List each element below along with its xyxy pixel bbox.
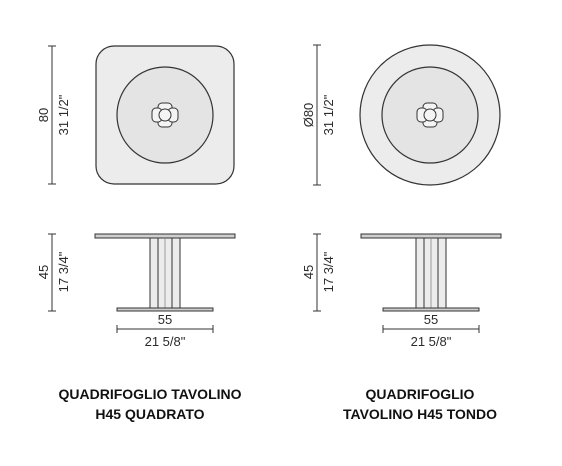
round-plan-dimension: Ø80 31 1/2" xyxy=(301,44,336,186)
round-table-caption: QUADRIFOGLIO TAVOLINO H45 TONDO xyxy=(300,384,540,424)
round-height-in: 17 3/4" xyxy=(321,251,336,292)
square-caption-line2: H45 QUADRATO xyxy=(95,406,205,422)
round-caption-line1: QUADRIFOGLIO xyxy=(365,386,475,402)
square-tabletop-side xyxy=(94,233,236,239)
round-base-cm: 55 xyxy=(424,312,438,327)
square-height-dimension: 45 17 3/4" xyxy=(36,233,71,312)
square-height-cm: 45 xyxy=(36,265,51,279)
round-base-dimension: 55 21 5/8" xyxy=(382,312,480,349)
square-base-dimension: 55 21 5/8" xyxy=(116,312,214,349)
square-table-caption: QUADRIFOGLIO TAVOLINO H45 QUADRATO xyxy=(30,384,270,424)
square-table-plan-view xyxy=(95,45,235,185)
round-tabletop-side xyxy=(360,233,502,239)
round-height-dimension: 45 17 3/4" xyxy=(301,233,336,312)
round-base-in: 21 5/8" xyxy=(411,334,452,349)
square-table-base-clover-icon xyxy=(151,102,179,128)
square-table-side-view xyxy=(94,233,236,312)
square-plan-dim-in: 31 1/2" xyxy=(56,94,71,135)
round-table-plan-view xyxy=(359,44,501,186)
square-base-cm: 55 xyxy=(158,312,172,327)
square-plan-dimension: 80 31 1/2" xyxy=(36,45,71,185)
round-plan-dim-in: 31 1/2" xyxy=(321,94,336,135)
round-table-base-plate xyxy=(382,307,480,312)
round-caption-line2: TAVOLINO H45 TONDO xyxy=(342,406,497,422)
round-table-side-view xyxy=(360,233,502,312)
square-caption-line1: QUADRIFOGLIO TAVOLINO xyxy=(58,386,242,402)
round-table-base-clover-icon xyxy=(416,102,444,128)
round-plan-dim-cm: Ø80 xyxy=(301,103,316,128)
square-base-in: 21 5/8" xyxy=(145,334,186,349)
square-plan-dim-cm: 80 xyxy=(36,108,51,122)
round-height-cm: 45 xyxy=(301,265,316,279)
square-height-in: 17 3/4" xyxy=(56,251,71,292)
square-table-base-plate xyxy=(116,307,214,312)
